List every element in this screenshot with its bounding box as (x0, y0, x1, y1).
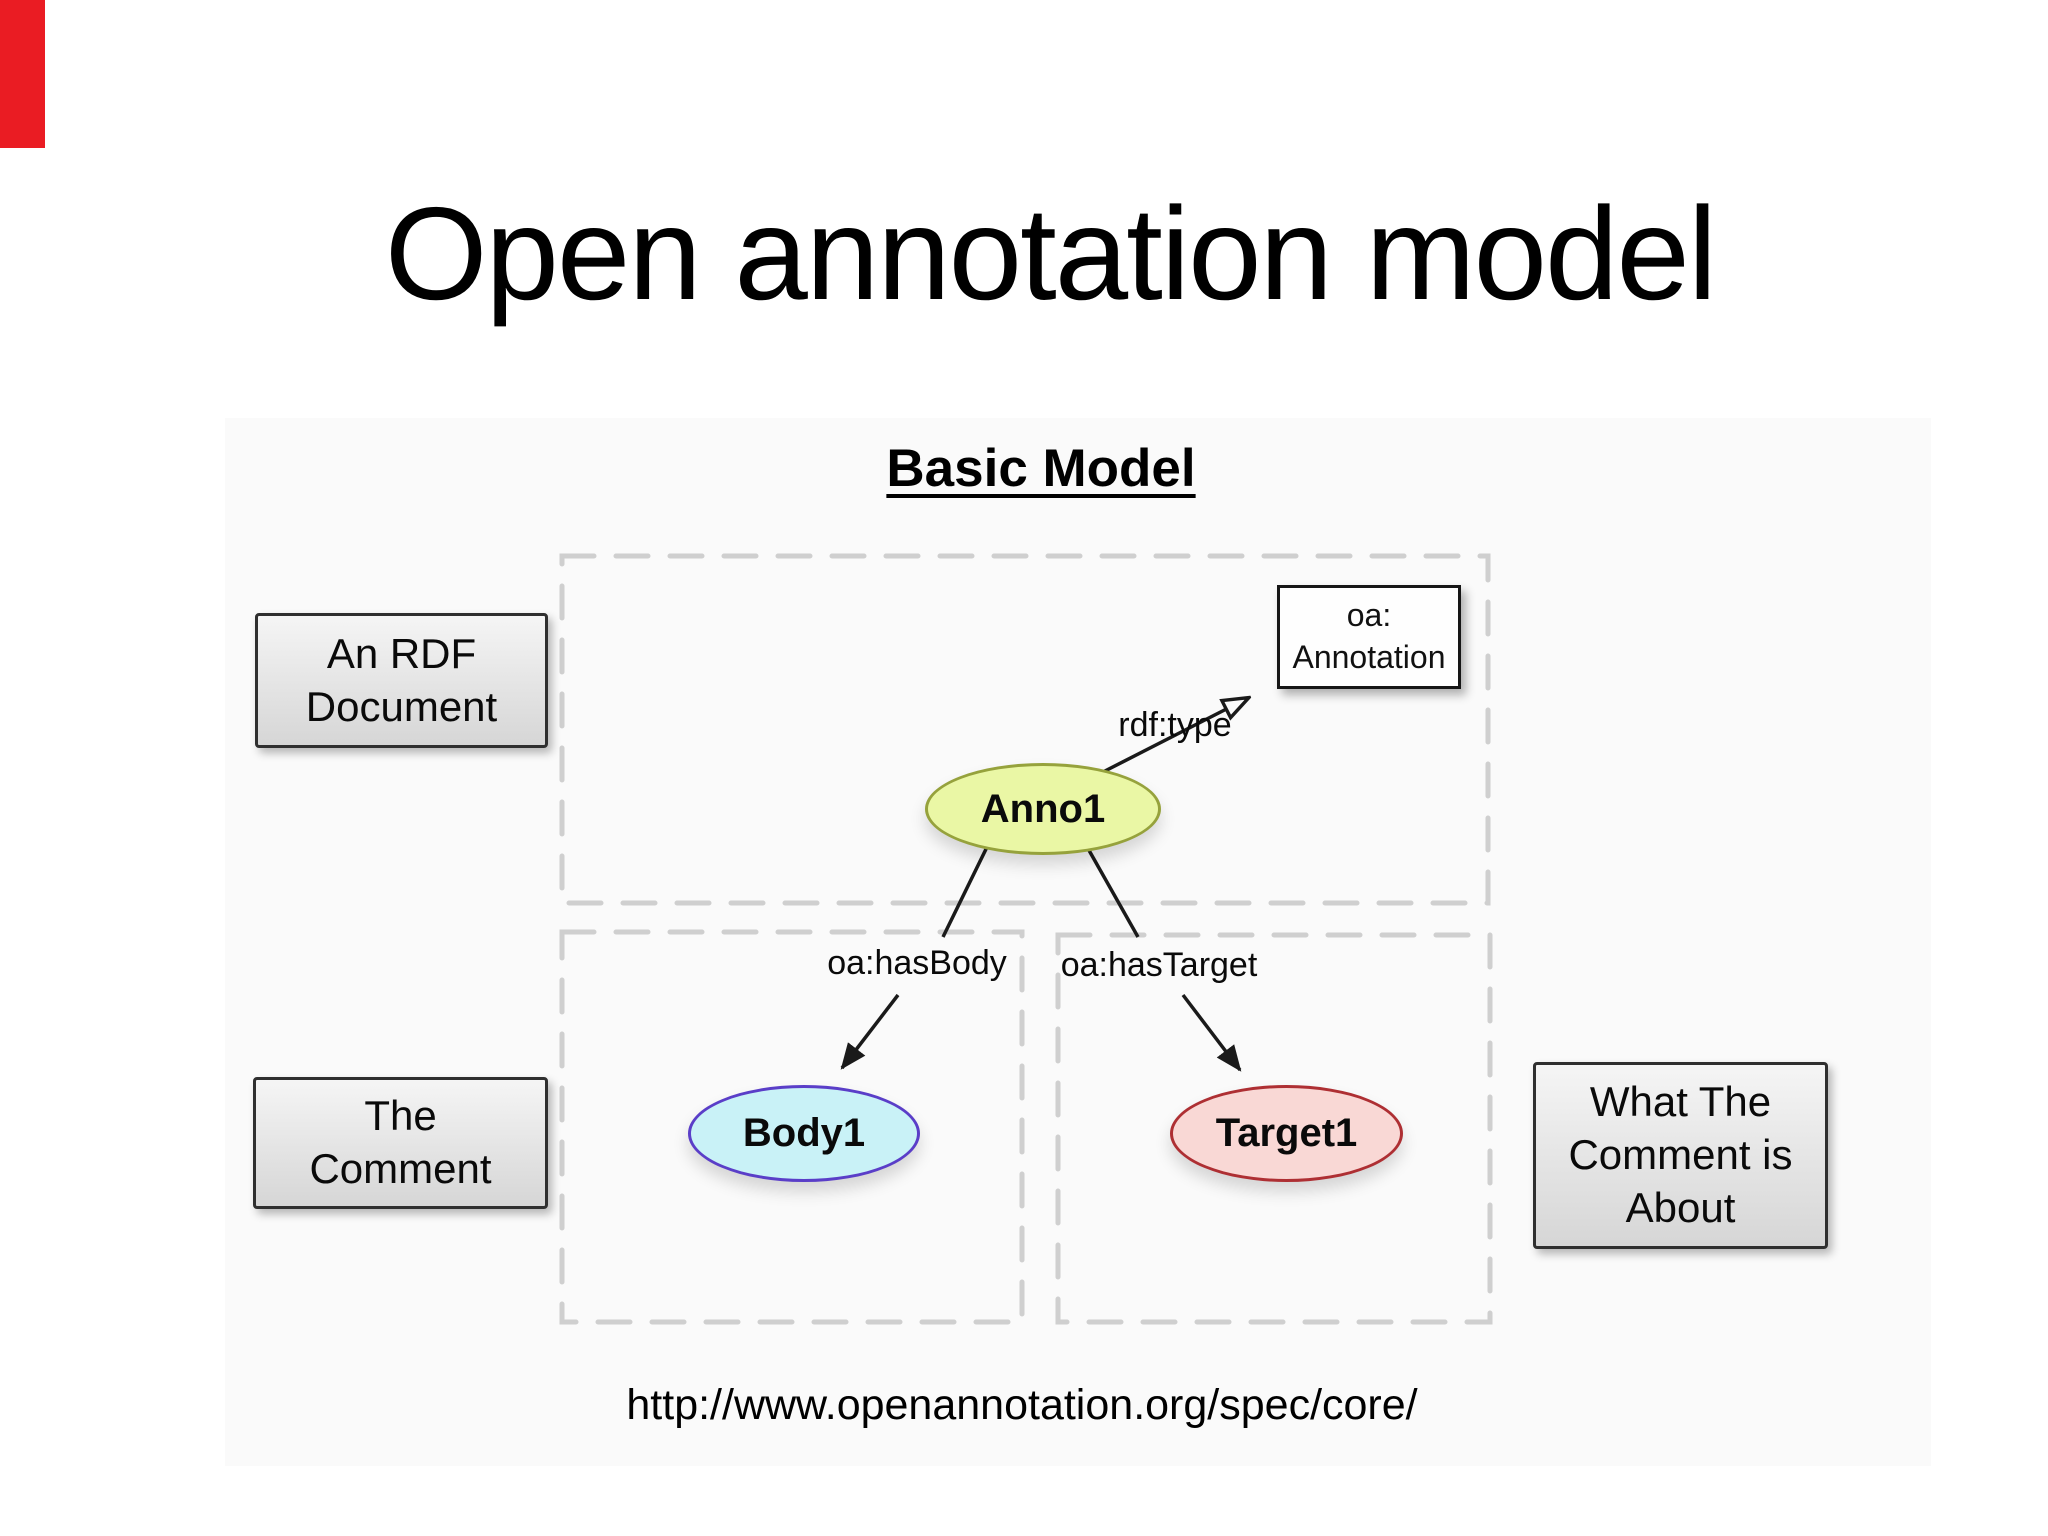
callout-what-comment-is-about: What The Comment is About (1533, 1062, 1828, 1249)
callout-what-comment-is-about-label: What The Comment is About (1568, 1078, 1793, 1231)
node-body1: Body1 (688, 1085, 920, 1182)
diagram-background (225, 418, 1931, 1466)
edge-label-has-target: oa:hasTarget (1060, 946, 1258, 984)
diagram-heading: Basic Model (886, 439, 1196, 498)
edge-has-target-upper (1084, 844, 1140, 938)
class-box-oa-annotation-label: oa: Annotation (1292, 597, 1446, 675)
edge-has-body-upper (941, 844, 990, 938)
node-anno1-label: Anno1 (980, 786, 1106, 831)
node-target1-label: Target1 (1215, 1111, 1358, 1155)
class-box-oa-annotation: oa: Annotation (1277, 585, 1461, 689)
edge-has-target-arrow (1181, 993, 1242, 1072)
footer-url: http://www.openannotation.org/spec/core/ (626, 1381, 1418, 1429)
callout-rdf-document: An RDF Document (255, 613, 548, 748)
red-corner-marker (0, 0, 45, 148)
callout-rdf-document-label: An RDF Document (305, 629, 498, 730)
dashed-box-comment (559, 929, 1025, 1325)
dashed-box-target (1055, 932, 1493, 1325)
edge-label-rdf-type: rdf:type (1118, 706, 1232, 744)
dashed-box-rdf-document (559, 553, 1491, 906)
callout-the-comment: The Comment (253, 1077, 548, 1209)
slide-title: Open annotation model (384, 180, 1717, 327)
callout-the-comment-label: The Comment (309, 1092, 492, 1192)
edge-has-body-arrow (840, 993, 900, 1070)
node-target1: Target1 (1170, 1085, 1403, 1182)
edge-label-has-body: oa:hasBody (827, 944, 1007, 982)
node-anno1: Anno1 (925, 763, 1161, 855)
edge-rdf-type-line (1102, 698, 1248, 774)
node-body1-label: Body1 (742, 1111, 866, 1155)
